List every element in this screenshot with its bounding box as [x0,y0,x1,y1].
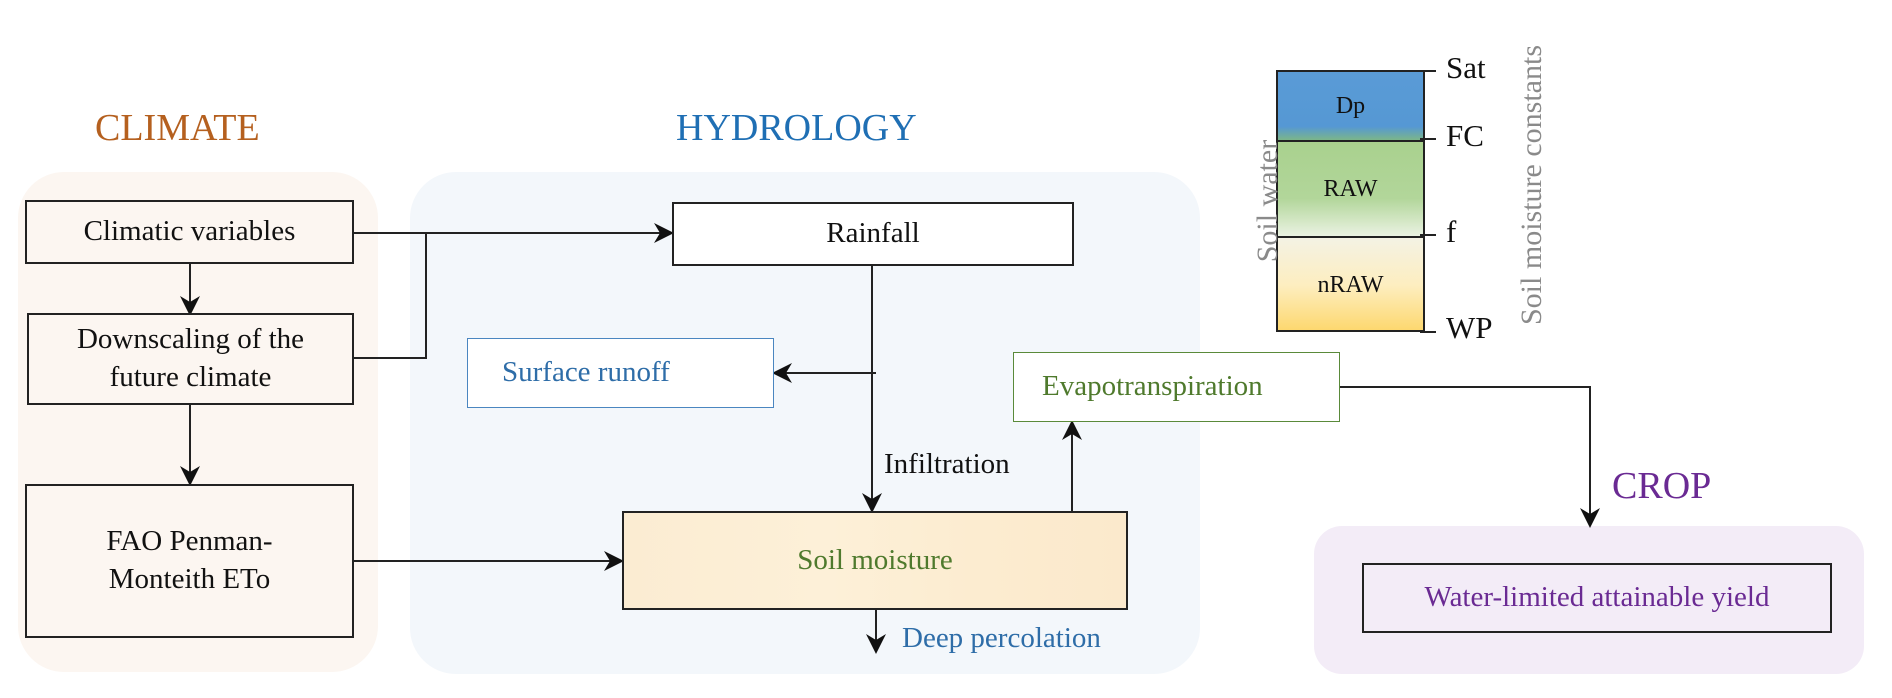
evapotranspiration-label: Evapotranspiration [1042,370,1263,403]
level-wp: WP [1446,310,1493,345]
water-limited-yield-box[interactable]: Water-limited attainable yield [1362,563,1832,633]
fao-penman-monteith-box[interactable]: FAO Penman- Monteith ETo [25,484,354,638]
rainfall-box[interactable]: Rainfall [672,202,1074,266]
soil-water-axis-label: Soil water [1251,139,1284,263]
level-sat: Sat [1446,50,1486,85]
fao-label-line2: Monteith ETo [108,563,271,595]
layer-dp-label: Dp [1335,92,1366,119]
layer-raw: RAW [1278,140,1423,236]
surface-runoff-label: Surface runoff [502,356,670,389]
soil-moisture-box[interactable]: Soil moisture [622,511,1128,610]
climate-title: CLIMATE [95,107,260,149]
surface-runoff-box[interactable]: Surface runoff [467,338,774,408]
arrow-et-to-crop [1340,386,1600,528]
layer-nraw: nRAW [1278,236,1423,330]
hydrology-title: HYDROLOGY [676,107,917,149]
level-f: f [1446,214,1457,249]
downscaling-box[interactable]: Downscaling of the future climate [27,313,354,405]
level-ticks [1420,70,1436,333]
deep-percolation-label: Deep percolation [902,622,1101,654]
level-fc: FC [1446,118,1484,153]
crop-title: CROP [1612,465,1712,507]
connector-downscaling-to-rainfall [354,233,427,359]
layer-dp: Dp [1278,72,1423,140]
soil-moisture-label: Soil moisture [797,543,953,576]
soil-moisture-constants-axis-label: Soil moisture constants [1515,45,1548,325]
layer-nraw-label: nRAW [1317,271,1384,298]
fao-label-line1: FAO Penman- [106,525,273,558]
downscaling-label-line1: Downscaling of the [76,323,305,356]
climatic-variables-label: Climatic variables [83,215,296,248]
climatic-variables-box[interactable]: Climatic variables [25,200,354,264]
evapotranspiration-box[interactable]: Evapotranspiration [1013,352,1340,422]
layer-raw-label: RAW [1323,175,1378,202]
soil-water-column: Dp RAW nRAW [1276,70,1425,332]
infiltration-label: Infiltration [884,448,1010,480]
rainfall-label: Rainfall [826,217,920,250]
downscaling-label-line2: future climate [109,361,272,393]
water-limited-yield-label: Water-limited attainable yield [1424,581,1770,614]
